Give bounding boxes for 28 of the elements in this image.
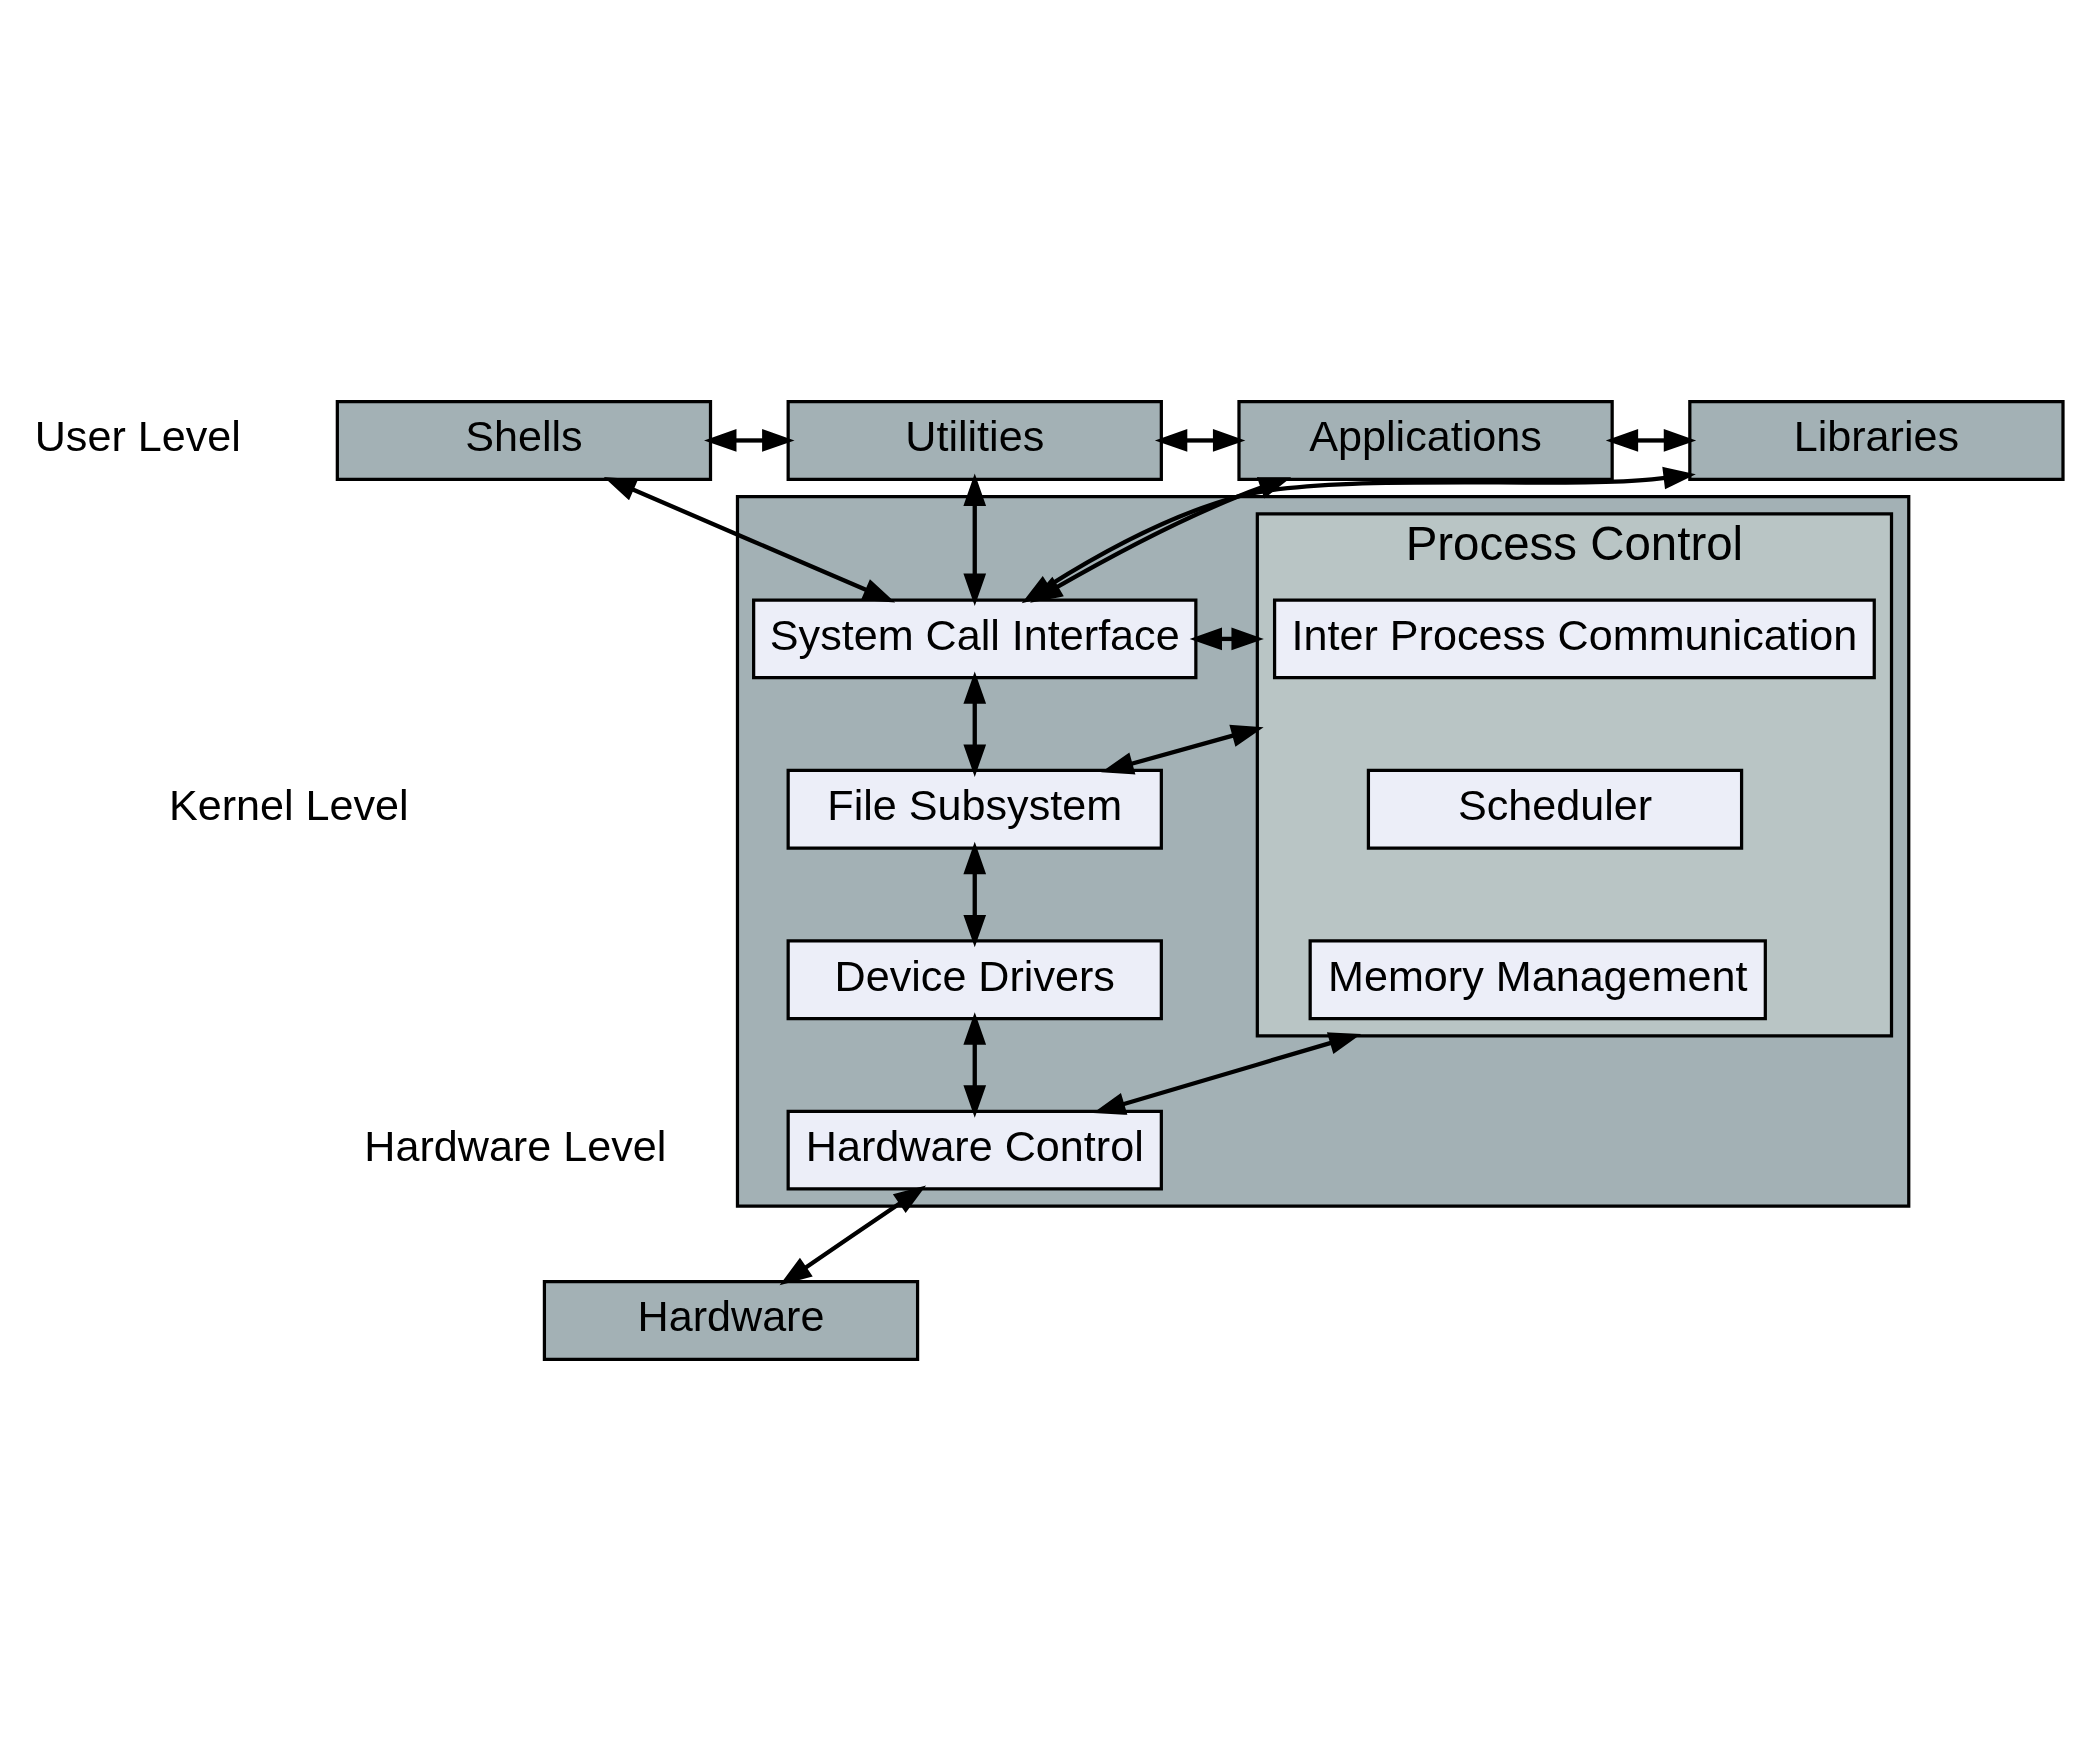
node-box: Libraries	[1688, 400, 2065, 481]
arrow	[603, 477, 896, 603]
arrow	[779, 1185, 927, 1286]
node-box: Memory Management	[1308, 939, 1767, 1021]
arrow	[963, 841, 987, 948]
arrow	[1189, 627, 1264, 651]
label: Kernel Level	[168, 781, 409, 830]
node-box: Scheduler	[1366, 768, 1744, 850]
node-box: Inter Process Communication	[1272, 598, 1876, 680]
label: User Level	[34, 412, 241, 461]
arrow	[1154, 429, 1246, 452]
label: Hardware Level	[364, 1121, 667, 1170]
arrow	[963, 1012, 987, 1118]
node-box: File Subsystem	[786, 768, 1163, 850]
cluster	[735, 494, 1911, 1208]
node-box: Utilities	[786, 400, 1163, 481]
arrow	[1605, 429, 1697, 452]
arrow	[704, 429, 795, 452]
arrow	[963, 671, 987, 777]
node-box: Hardware	[542, 1280, 920, 1361]
node-box: System Call Interface	[752, 598, 1198, 680]
arrow	[963, 473, 987, 606]
arrow	[1093, 1032, 1362, 1115]
node-box: Hardware Control	[786, 1109, 1163, 1191]
node-box: Applications	[1237, 400, 1614, 481]
node-box: Shells	[335, 400, 713, 481]
arrow	[1101, 724, 1264, 775]
node-box: Device Drivers	[786, 939, 1163, 1021]
